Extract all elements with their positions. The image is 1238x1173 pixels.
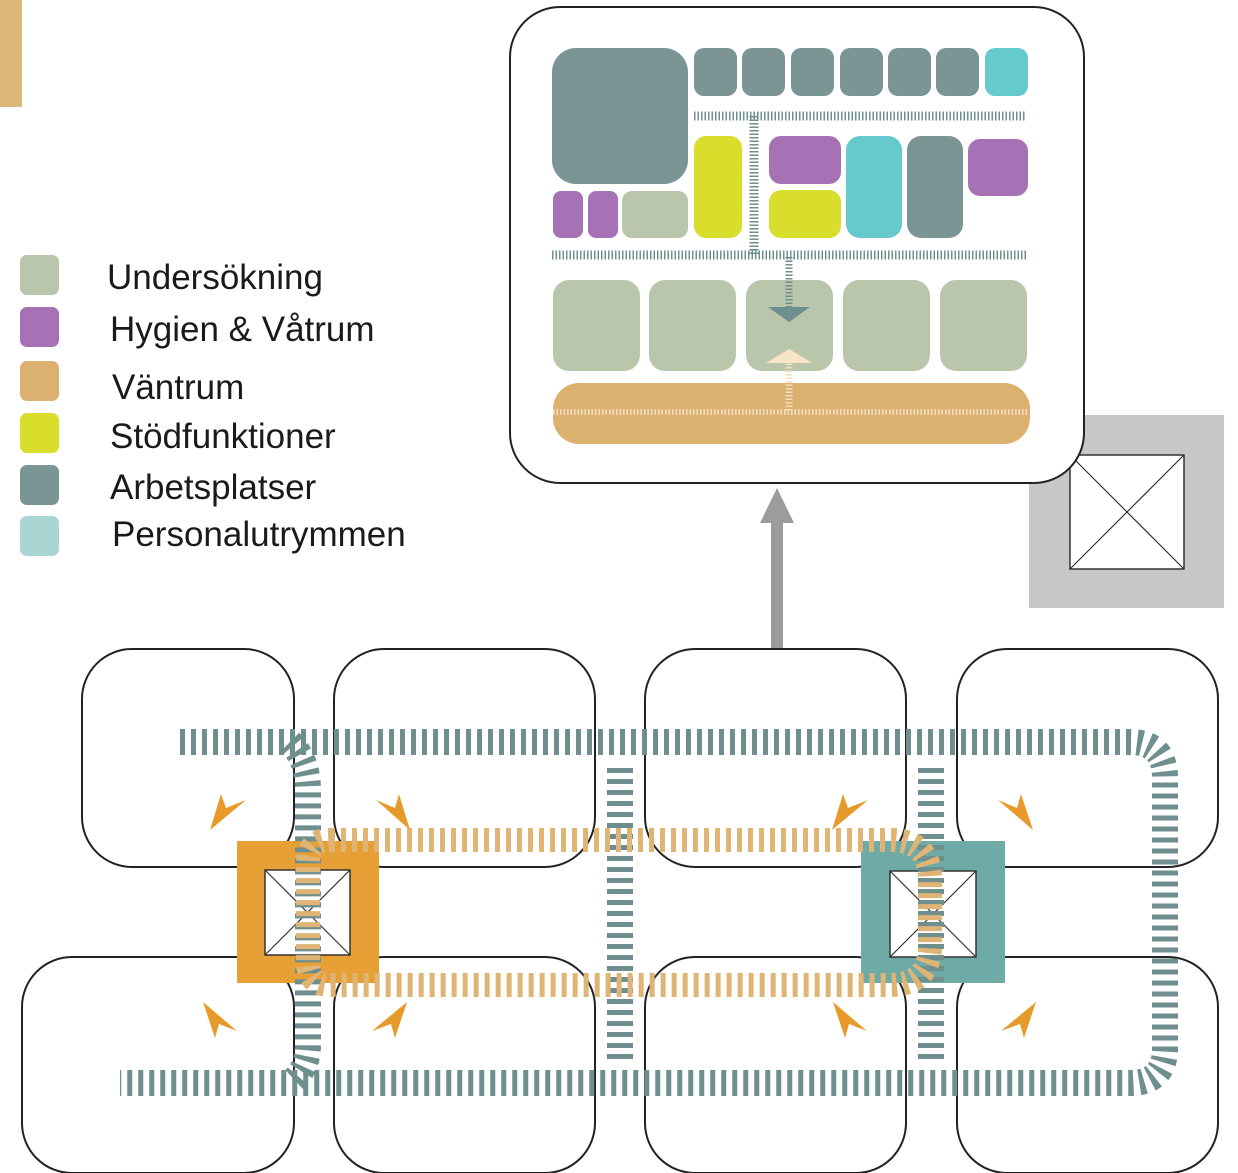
workplace-large-room bbox=[552, 48, 688, 184]
support-room bbox=[694, 136, 742, 238]
direction-arrow-icon bbox=[376, 794, 410, 830]
workplace-room bbox=[840, 48, 883, 96]
legend-label-workplace: Arbetsplatser bbox=[110, 468, 317, 507]
legend-swatch-exam bbox=[20, 255, 59, 295]
direction-arrow-icon bbox=[1001, 1002, 1036, 1038]
exam-room bbox=[649, 280, 736, 371]
exam-room bbox=[622, 191, 688, 238]
legend-label-waiting: Väntrum bbox=[112, 368, 245, 407]
direction-arrow-icon bbox=[833, 1002, 867, 1038]
hygiene-room bbox=[769, 136, 841, 184]
staff-room bbox=[985, 48, 1028, 96]
direction-arrow-icon bbox=[210, 794, 246, 830]
workplace-room bbox=[694, 48, 737, 96]
legend-swatch-support bbox=[20, 413, 59, 453]
hygiene-room bbox=[553, 191, 583, 238]
workplace-room bbox=[936, 48, 979, 96]
legend-label-support: Stödfunktioner bbox=[110, 417, 336, 456]
workplace-room bbox=[907, 136, 963, 238]
legend-swatch-staff bbox=[20, 516, 59, 556]
legend-swatch-workplace bbox=[20, 465, 59, 505]
workplace-room bbox=[888, 48, 931, 96]
floor-module bbox=[21, 956, 295, 1173]
legend-label-exam: Undersökning bbox=[107, 258, 323, 297]
floor-module bbox=[956, 648, 1219, 868]
legend-label-staff: Personalutrymmen bbox=[112, 515, 406, 554]
staff-room bbox=[846, 136, 902, 238]
floor-module bbox=[956, 956, 1219, 1173]
exam-room bbox=[843, 280, 930, 371]
staff-flow-arrow-icon bbox=[768, 307, 810, 322]
workplace-room bbox=[791, 48, 834, 96]
staff-corridor-left bbox=[280, 732, 321, 1094]
direction-arrow-icon bbox=[372, 1002, 407, 1038]
corner-tab bbox=[0, 0, 22, 107]
exam-room bbox=[940, 280, 1027, 371]
direction-arrow-icon bbox=[998, 794, 1033, 830]
support-room bbox=[769, 190, 841, 238]
patient-flow-arrow-icon bbox=[766, 349, 812, 363]
legend-swatch-waiting bbox=[20, 361, 59, 401]
direction-arrow-icon bbox=[832, 794, 868, 830]
workplace-room bbox=[742, 48, 785, 96]
hygiene-room bbox=[588, 191, 618, 238]
up-arrow-icon bbox=[760, 488, 794, 648]
exam-room bbox=[553, 280, 640, 371]
staff-corridor bbox=[120, 729, 1178, 1096]
exam-room bbox=[746, 280, 833, 371]
stairwell-cross-icon bbox=[1069, 454, 1185, 570]
direction-arrow-icon bbox=[203, 1002, 237, 1038]
legend-swatch-hygiene bbox=[20, 307, 59, 347]
hygiene-room bbox=[968, 139, 1028, 196]
legend-label-hygiene: Hygien & Våtrum bbox=[110, 310, 375, 349]
floor-module bbox=[81, 648, 295, 868]
module-detail bbox=[509, 6, 1085, 484]
waiting-corridor bbox=[296, 828, 942, 997]
